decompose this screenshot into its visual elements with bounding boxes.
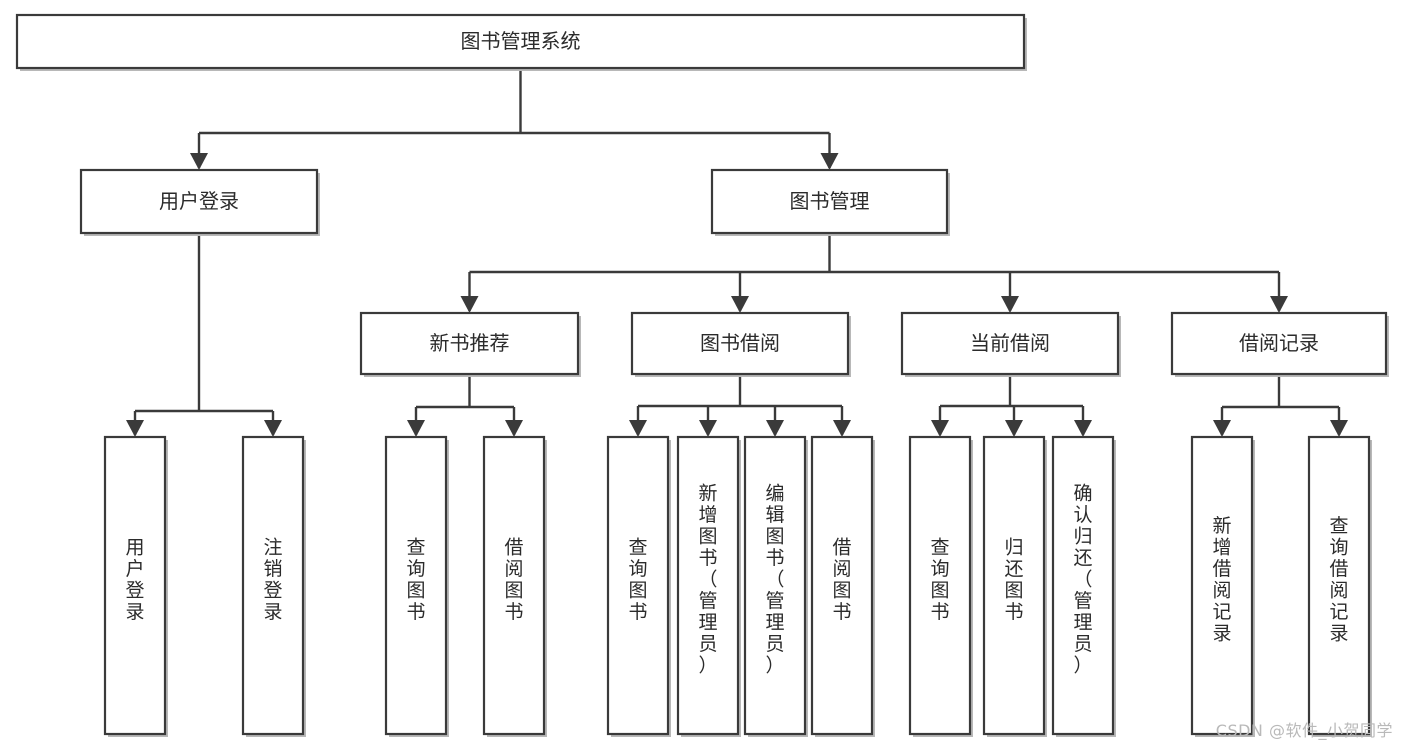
- node-leaf-user-login[interactable]: 用户登录: [103, 435, 168, 737]
- node-leaf-add-record[interactable]: 新增借阅记录: [1190, 435, 1255, 737]
- node-label: 图书管理: [790, 189, 870, 213]
- edge-group-current-borrow: [931, 374, 1092, 437]
- node-new-book-rec[interactable]: 新书推荐: [359, 311, 581, 377]
- edge-layer: [126, 68, 1348, 437]
- node-label: 图书管理系统: [461, 29, 581, 53]
- node-leaf-query-book-2[interactable]: 查询图书: [606, 435, 671, 737]
- node-label: 用户登录: [125, 536, 144, 623]
- node-label: 图书借阅: [700, 331, 780, 355]
- node-box: [359, 311, 580, 376]
- node-label: 查询图书: [628, 536, 647, 623]
- node-layer: 图书管理系统用户登录图书管理新书推荐图书借阅当前借阅借阅记录用户登录注销登录查询…: [15, 13, 1389, 737]
- node-borrow-record[interactable]: 借阅记录: [1170, 311, 1389, 377]
- arrow-head-icon: [766, 420, 784, 437]
- arrow-head-icon: [1270, 296, 1288, 313]
- node-label: 查询图书: [930, 536, 949, 623]
- node-box: [103, 435, 167, 736]
- node-label: 用户登录: [159, 189, 239, 213]
- node-leaf-borrow-book-2[interactable]: 借阅图书: [810, 435, 875, 737]
- node-current-borrow[interactable]: 当前借阅: [900, 311, 1121, 377]
- arrow-head-icon: [1074, 420, 1092, 437]
- node-leaf-confirm-return[interactable]: 确认归还（管理员）: [1051, 435, 1116, 737]
- node-label: 新书推荐: [430, 331, 510, 355]
- node-leaf-query-book-3[interactable]: 查询图书: [908, 435, 973, 737]
- arrow-head-icon: [833, 420, 851, 437]
- node-box: [1190, 435, 1254, 736]
- node-label: 查询借阅记录: [1329, 515, 1348, 645]
- arrow-head-icon: [407, 420, 425, 437]
- node-box: [1170, 311, 1388, 376]
- node-label: 当前借阅: [970, 331, 1050, 355]
- edge-group-user-login: [126, 233, 282, 437]
- arrow-head-icon: [629, 420, 647, 437]
- node-box: [982, 435, 1046, 736]
- edge-group-new-book-rec: [407, 374, 523, 437]
- node-book-borrow[interactable]: 图书借阅: [630, 311, 851, 377]
- node-label: 注销登录: [263, 536, 282, 623]
- node-leaf-add-book[interactable]: 新增图书（管理员）: [676, 435, 741, 737]
- node-leaf-edit-book[interactable]: 编辑图书（管理员）: [743, 435, 808, 737]
- node-label: 借阅图书: [504, 536, 523, 623]
- node-label: 新增借阅记录: [1212, 515, 1231, 645]
- watermark-text: CSDN @软件_小贺同学: [1215, 721, 1393, 740]
- arrow-head-icon: [931, 420, 949, 437]
- node-label: 确认归还（管理员）: [1073, 483, 1092, 677]
- arrow-head-icon: [1001, 296, 1019, 313]
- node-box: [79, 168, 319, 235]
- arrow-head-icon: [126, 420, 144, 437]
- node-box: [1307, 435, 1371, 736]
- arrow-head-icon: [460, 296, 479, 313]
- node-box: [908, 435, 972, 736]
- node-label: 归还图书: [1004, 536, 1023, 623]
- node-box: [743, 435, 807, 736]
- node-leaf-query-book-1[interactable]: 查询图书: [384, 435, 449, 737]
- edge-group-borrow-record: [1213, 374, 1348, 437]
- arrow-head-icon: [264, 420, 282, 437]
- node-box: [482, 435, 546, 736]
- arrow-head-icon: [699, 420, 717, 437]
- node-box: [900, 311, 1120, 376]
- node-label: 借阅图书: [832, 536, 851, 623]
- node-box: [15, 13, 1026, 70]
- edge-group-book-borrow: [629, 374, 851, 437]
- node-box: [606, 435, 670, 736]
- arrow-head-icon: [1330, 420, 1348, 437]
- node-box: [710, 168, 949, 235]
- node-leaf-query-record[interactable]: 查询借阅记录: [1307, 435, 1372, 737]
- arrow-head-icon: [820, 153, 839, 170]
- node-leaf-borrow-book-1[interactable]: 借阅图书: [482, 435, 547, 737]
- node-root[interactable]: 图书管理系统: [15, 13, 1027, 71]
- node-box: [384, 435, 448, 736]
- arrow-head-icon: [505, 420, 523, 437]
- edge-group-root: [190, 68, 839, 170]
- node-box: [676, 435, 740, 736]
- node-label: 借阅记录: [1239, 331, 1319, 355]
- arrow-head-icon: [190, 153, 208, 170]
- node-book-manage[interactable]: 图书管理: [710, 168, 950, 236]
- node-leaf-logout[interactable]: 注销登录: [241, 435, 306, 737]
- arrow-head-icon: [1213, 420, 1231, 437]
- node-label: 编辑图书（管理员）: [765, 483, 784, 677]
- arrow-head-icon: [1005, 420, 1023, 437]
- node-label: 新增图书（管理员）: [698, 483, 717, 677]
- arrow-head-icon: [731, 296, 749, 313]
- node-leaf-return-book[interactable]: 归还图书: [982, 435, 1047, 737]
- node-box: [241, 435, 305, 736]
- node-box: [810, 435, 874, 736]
- node-box: [630, 311, 850, 376]
- edge-group-book-manage: [460, 233, 1288, 313]
- node-user-login[interactable]: 用户登录: [79, 168, 320, 236]
- node-box: [1051, 435, 1115, 736]
- node-label: 查询图书: [406, 536, 425, 623]
